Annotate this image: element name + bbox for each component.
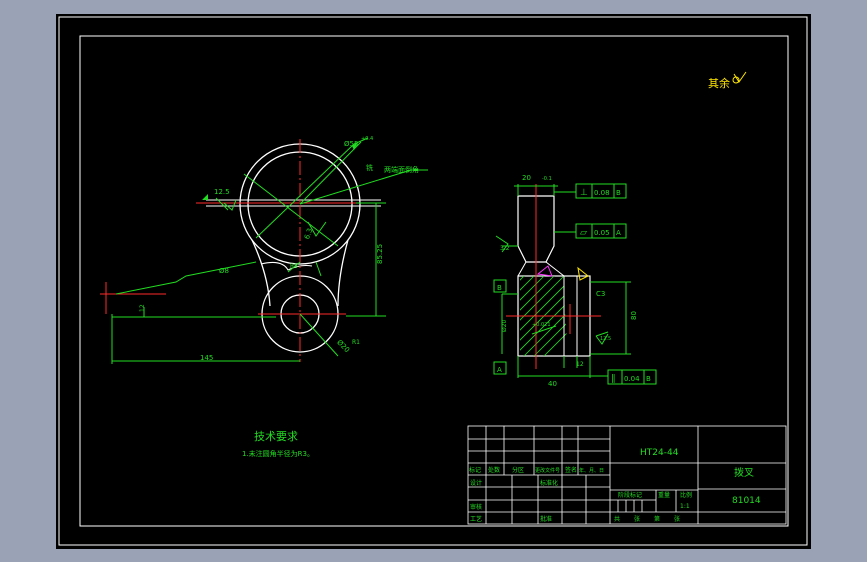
dim-width-left: 145 [200,354,213,362]
svg-text:工艺: 工艺 [470,515,482,523]
svg-text:共: 共 [614,515,620,523]
svg-text:0.05: 0.05 [594,229,610,237]
sec-dim-slot: 12 [576,361,584,368]
tol-frame-perp: ⊥ 0.08 B [575,183,627,199]
svg-text:∥: ∥ [611,374,616,384]
svg-text:分区: 分区 [512,466,524,474]
svg-text:审核: 审核 [470,503,482,511]
note-chamfer: 两端面倒角 [384,165,419,174]
cad-drawing: 其余 [58,16,808,546]
outer-frame [58,16,808,546]
sec-dim-height: 80 [630,311,638,320]
svg-text:设计: 设计 [470,479,482,487]
svg-text:B: B [616,189,621,197]
scale: 1:1 [680,503,690,510]
drawing-viewport[interactable]: 其余 [56,14,811,549]
note-surface: 铣 [366,163,373,172]
dim-12: 12 [139,304,146,312]
left-arm [251,239,271,307]
svg-text:张: 张 [674,515,680,523]
sec-rough-slot: 12.5 [600,336,611,342]
section-view: ⊥ 0.08 B ⏥ 0.05 A ∥ 0.04 B B A [493,174,657,388]
svg-text:B: B [646,375,651,383]
svg-text:年、月、日: 年、月、日 [579,467,604,474]
sec-bore-mark: +0.021 [532,322,551,328]
title-block-text: HT24-44 拨叉 81014 1:1 标记 处数 分区 更改文件号 签名 年… [469,448,761,523]
part-number: 81014 [732,496,761,506]
tech-title: 技术要求 [254,430,298,443]
right-arm [337,239,349,307]
svg-text:比例: 比例 [680,491,692,499]
svg-text:A: A [616,229,621,237]
svg-text:批准: 批准 [540,515,552,523]
svg-text:⏥: ⏥ [580,228,587,238]
svg-text:阶段标记: 阶段标记 [618,491,642,499]
main-view: Ø55 +0.4 铣 两端面倒角 12.5 6.3 Ø8 R5 12 145 8… [100,136,428,364]
svg-text:A: A [497,366,502,374]
svg-text:⊥: ⊥ [580,188,588,198]
sec-rough-side: 3.2 [500,245,510,252]
svg-text:第: 第 [654,515,660,523]
datum-b: B [493,279,507,293]
svg-text:重量: 重量 [658,491,670,499]
dim-r-note: R5 [290,263,298,270]
svg-text:标记: 标记 [469,466,481,474]
svg-text:B: B [497,284,502,292]
svg-text:签名: 签名 [565,466,577,474]
datum-a: A [493,361,507,375]
title-block [467,425,787,525]
sec-dim-width-tol: -0.1 [542,176,552,182]
dim-height-total: 85.25 [376,244,384,264]
svg-text:更改文件号: 更改文件号 [535,467,560,474]
part-name: 拨叉 [734,466,754,479]
dim-hole: Ø8 [219,267,229,275]
svg-text:0.08: 0.08 [594,189,610,197]
tech-note: 1.未注圆角半径为R3。 [242,449,314,458]
svg-text:张: 张 [634,515,640,523]
svg-text:处数: 处数 [488,466,500,474]
material: HT24-44 [640,448,679,458]
dim-angle-pin: 12.5 [214,188,230,196]
tol-frame-para: ∥ 0.04 B [607,369,657,385]
dim-bore-top: Ø55 [344,140,358,148]
svg-text:0.04: 0.04 [624,375,640,383]
dim-bore-top-tol: +0.4 [361,136,373,142]
tol-frame-flat: ⏥ 0.05 A [575,223,627,239]
corner-roughness-note: 其余 [708,76,730,90]
sec-dim-width: 20 [522,174,531,182]
svg-text:标准化: 标准化 [540,479,558,487]
sec-chamfer: C3 [596,290,605,298]
rough-bore: 6.3 [303,227,314,240]
dim-r-small: R1 [352,339,360,346]
sec-dim-base: 40 [548,380,557,388]
sec-dim-d: Ø20 [501,319,508,332]
dim-bore-small: Ø20 [335,338,351,354]
inner-frame [79,35,789,527]
